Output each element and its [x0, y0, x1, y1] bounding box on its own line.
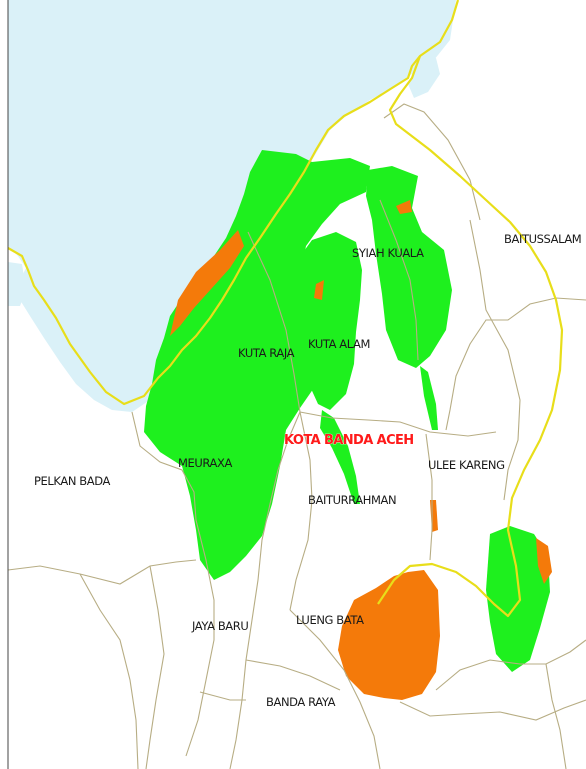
east-road [377, 55, 564, 618]
green-strip-center [320, 410, 360, 504]
label-banda-raya: BANDA RAYA [266, 695, 336, 709]
green-zones [144, 150, 550, 672]
label-baitussalam: BAITUSSALAM [504, 232, 581, 246]
orange-zone-lueng-bata [338, 570, 440, 700]
green-zone-east [486, 526, 550, 672]
orange-dot-kuta-alam [314, 280, 324, 300]
label-lueng-bata: LUENG BATA [296, 613, 364, 627]
label-ulee-kareng: ULEE KARENG [428, 458, 505, 472]
green-zone-west [144, 150, 370, 580]
main-roads [7, 0, 564, 618]
coast-road [7, 0, 460, 406]
sea-area [8, 0, 456, 412]
label-kuta-alam: KUTA ALAM [308, 337, 370, 351]
label-kuta-raja: KUTA RAJA [238, 346, 295, 360]
district-borders [7, 103, 586, 769]
orange-zone-coast-northwest [170, 230, 244, 336]
green-channel [420, 366, 438, 430]
label-meuraxa: MEURAXA [178, 456, 232, 470]
pond-left [8, 262, 26, 306]
orange-dot-north [396, 200, 412, 214]
green-zone-kuta-alam [296, 232, 362, 410]
label-pelkan-bada: PELKAN BADA [34, 474, 110, 488]
label-jaya-baru: JAYA BARU [191, 619, 248, 633]
label-city-banda-aceh: KOTA BANDA ACEH [284, 433, 414, 448]
label-syiah-kuala: SYIAH KUALA [352, 246, 424, 260]
orange-zone-east [536, 538, 552, 584]
green-zone-syiah-kuala [366, 166, 452, 368]
label-baiturrahman: BAITURRAHMAN [308, 493, 396, 507]
